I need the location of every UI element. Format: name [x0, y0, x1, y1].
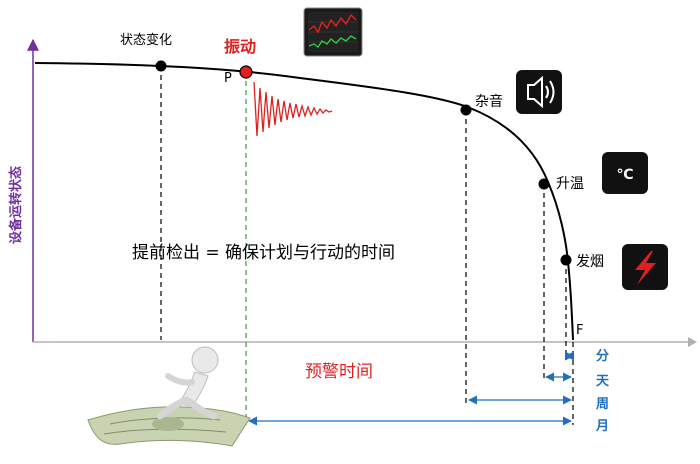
- time-label-day: 天: [596, 374, 610, 389]
- x-axis-arrowhead: [688, 337, 697, 347]
- point-temp-rise: [538, 178, 550, 190]
- label-temp-rise: 升温: [556, 176, 584, 192]
- point-smoke: [560, 254, 572, 266]
- waveform-chart-icon: [303, 7, 363, 57]
- money-carpet-figure-icon: [87, 346, 251, 447]
- label-vibration: 振动: [224, 37, 256, 56]
- center-statement: 提前检出 = 确保计划与行动的时间: [132, 243, 395, 263]
- speaker-icon: [516, 70, 562, 114]
- label-smoke: 发烟: [576, 254, 604, 270]
- point-noise: [460, 104, 472, 116]
- label-state-change: 状态变化: [120, 32, 172, 48]
- vibration-waveform: [253, 81, 333, 137]
- time-label-month: 月: [595, 419, 609, 434]
- svg-text:℃: ℃: [617, 167, 634, 183]
- label-f: F: [576, 323, 583, 338]
- warning-time-label: 预警时间: [305, 362, 373, 382]
- point-state-change: [155, 60, 167, 72]
- point-vibration: [239, 65, 253, 79]
- celsius-icon: ℃: [602, 152, 648, 194]
- label-p: P: [224, 71, 232, 86]
- label-noise: 杂音: [475, 93, 503, 110]
- time-label-minute: 分: [596, 348, 609, 364]
- lightning-icon: [622, 244, 668, 290]
- y-axis-label: 设备运转状态: [8, 166, 24, 244]
- time-label-week: 周: [596, 397, 609, 412]
